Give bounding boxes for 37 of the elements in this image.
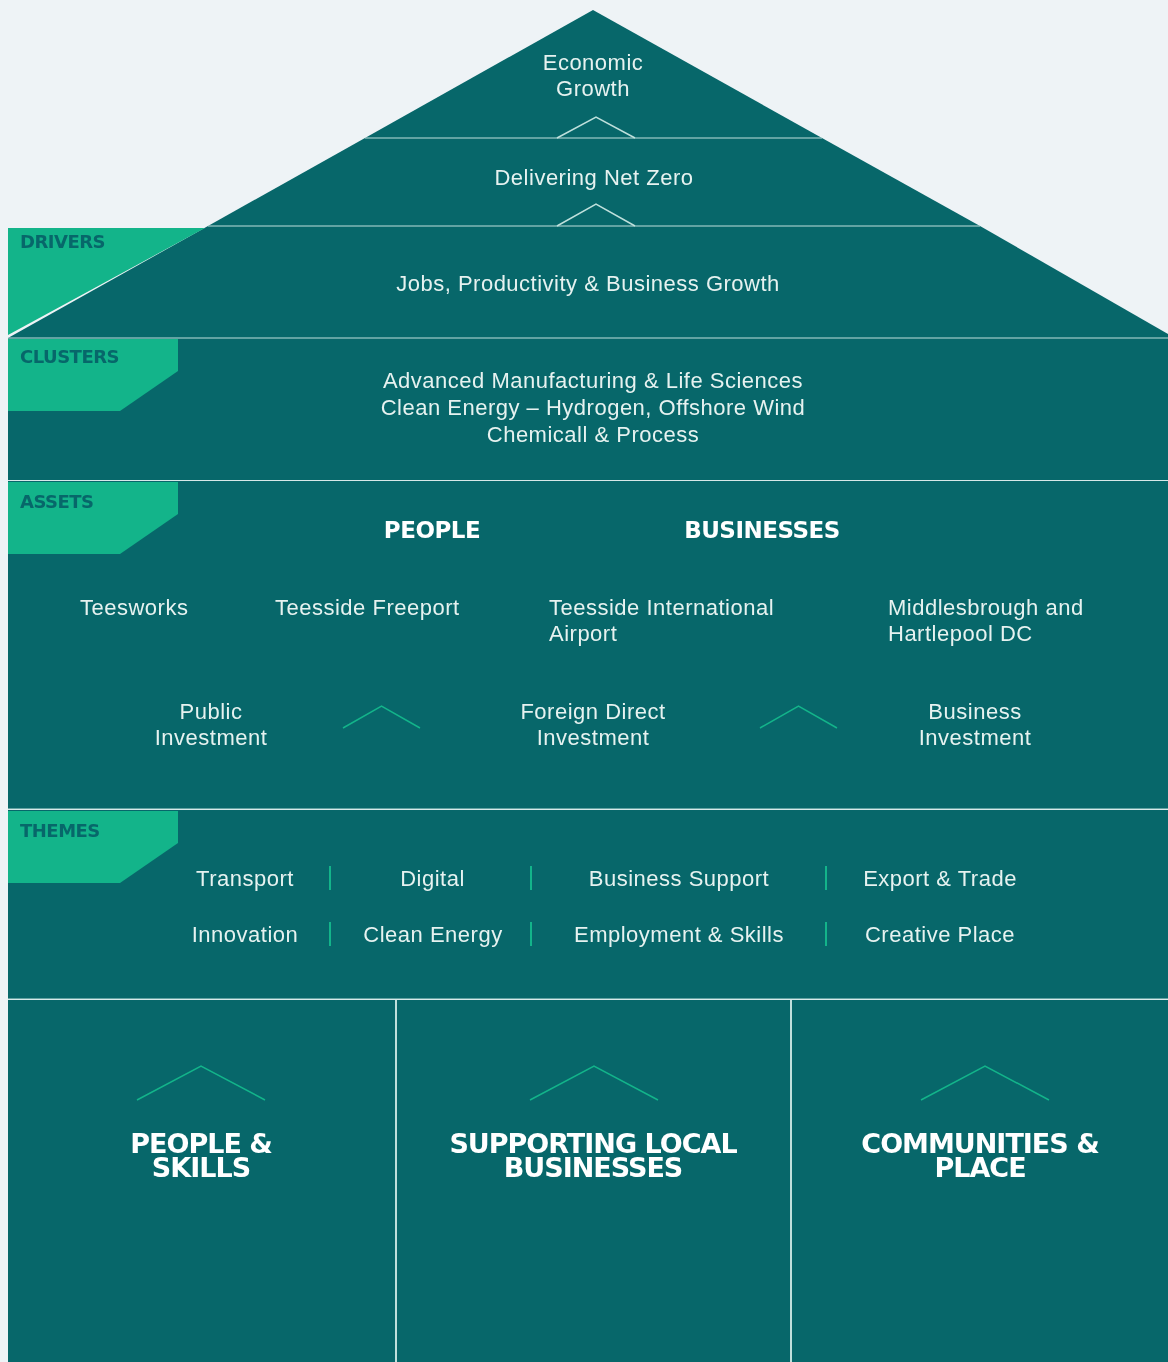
roof-section (208, 138, 980, 226)
tab-label: THEMES (20, 820, 100, 841)
pillar-title: COMMUNITIES & PLACE (860, 1132, 1100, 1180)
pillar-title: PEOPLE & SKILLS (129, 1132, 273, 1180)
asset-label: Middlesbrough and Hartlepool DC (888, 595, 1085, 647)
theme-label: Creative Place (863, 922, 1017, 948)
investment-label: Foreign Direct Investment (519, 699, 667, 751)
theme-label: Employment & Skills (573, 922, 785, 948)
theme-label: Digital (399, 866, 466, 892)
column-heading: PEOPLE (382, 517, 482, 543)
asset-label: Teesside Freeport (275, 595, 461, 621)
node-text: Economic Growth (541, 50, 645, 102)
theme-label: Innovation (190, 922, 300, 948)
theme-label: Business Support (587, 866, 771, 892)
theme-label: Clean Energy (362, 922, 504, 948)
theme-label: Export & Trade (862, 866, 1018, 892)
node-text: Advanced Manufacturing & Life Sciences (381, 368, 805, 394)
node-text: Jobs, Productivity & Business Growth (395, 271, 781, 297)
pillar-panel (792, 1000, 1168, 1362)
pillar-title: SUPPORTING LOCAL BUSINESSES (448, 1132, 738, 1180)
theme-label: Transport (195, 866, 295, 892)
tab-label: CLUSTERS (20, 346, 120, 367)
node-text: Chemicall & Process (485, 422, 701, 448)
cluster-band (8, 338, 1168, 480)
tab-label: DRIVERS (20, 231, 106, 252)
tab-label: ASSETS (20, 491, 94, 512)
investment-label: Public Investment (153, 699, 269, 751)
investment-label: Business Investment (917, 699, 1033, 751)
pillar-panel (8, 1000, 395, 1362)
pillar-panel (397, 1000, 790, 1362)
column-heading: BUSINESSES (683, 517, 841, 543)
roof-section (365, 10, 822, 138)
asset-label: Teesworks (80, 595, 190, 621)
node-text: Clean Energy – Hydrogen, Offshore Wind (379, 395, 807, 421)
roof-section (8, 226, 1168, 338)
node-text: Delivering Net Zero (493, 165, 695, 191)
asset-label: Teesside International Airport (549, 595, 776, 647)
